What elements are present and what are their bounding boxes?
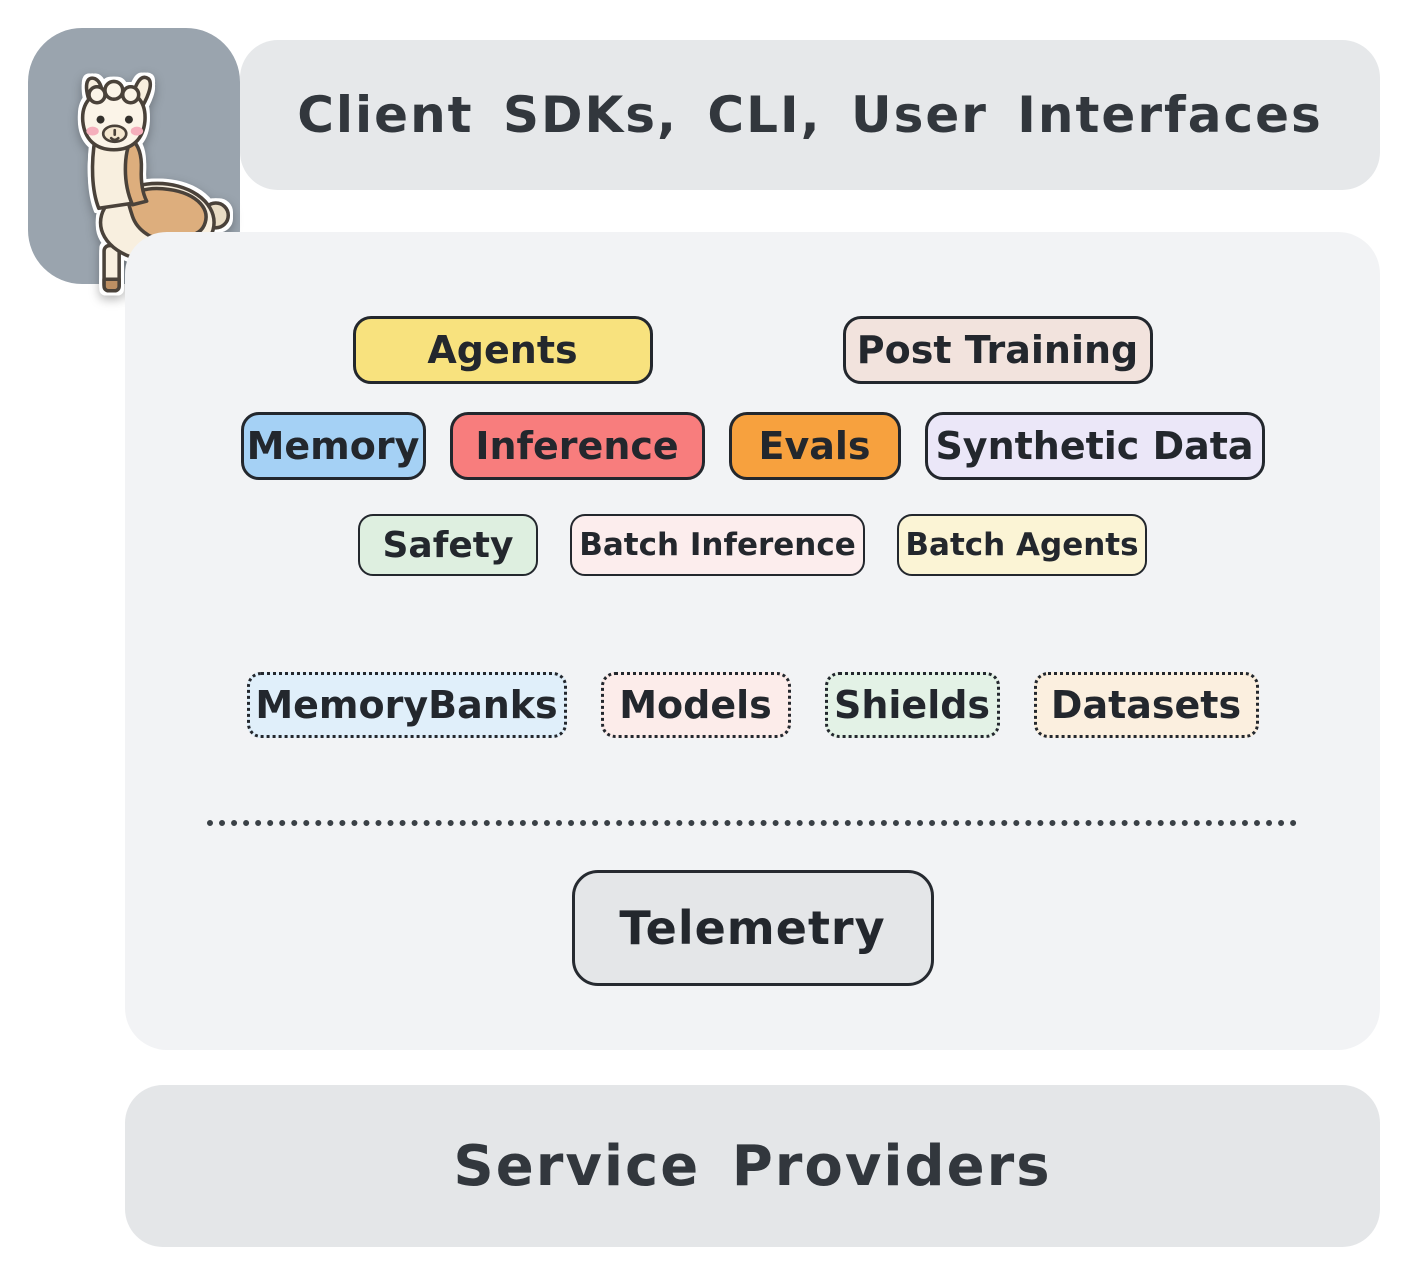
- api-box-safety-label: Safety: [382, 524, 514, 566]
- dotted-divider: [207, 820, 1297, 826]
- api-box-post-training-label: Post Training: [856, 328, 1139, 372]
- api-box-post-training: Post Training: [842, 316, 1153, 384]
- api-box-synthetic-data: Synthetic Data: [924, 412, 1265, 480]
- api-box-batch-agents: Batch Agents: [897, 514, 1147, 576]
- resource-box-shields-label: Shields: [833, 683, 991, 727]
- api-box-batch-inference: Batch Inference: [570, 514, 865, 576]
- api-box-batch-agents-label: Batch Agents: [905, 527, 1139, 563]
- api-box-agents-label: Agents: [427, 328, 578, 372]
- client-layer-title: Client SDKs, CLI, User Interfaces: [297, 86, 1323, 144]
- api-box-safety: Safety: [358, 514, 538, 576]
- resource-box-datasets-label: Datasets: [1050, 683, 1242, 727]
- api-box-memory-label: Memory: [246, 424, 420, 468]
- resource-box-models: Models: [600, 672, 791, 738]
- api-box-evals: Evals: [728, 412, 901, 480]
- resource-box-datasets: Datasets: [1033, 672, 1259, 738]
- telemetry-box: Telemetry: [571, 870, 934, 986]
- llama-stack-panel: Agents Post Training Memory Inference Ev…: [125, 232, 1380, 1050]
- resource-box-models-label: Models: [619, 683, 772, 727]
- resource-row: MemoryBanks Models Shields Datasets: [125, 672, 1380, 738]
- api-box-batch-inference-label: Batch Inference: [579, 527, 856, 563]
- resource-box-memorybanks-label: MemoryBanks: [255, 683, 558, 727]
- resource-box-shields: Shields: [824, 672, 1000, 738]
- service-providers-banner: Service Providers: [125, 1085, 1380, 1247]
- client-layer-banner: Client SDKs, CLI, User Interfaces: [240, 40, 1380, 190]
- api-box-memory: Memory: [240, 412, 426, 480]
- api-row-2: Memory Inference Evals Synthetic Data: [125, 412, 1380, 480]
- api-box-synthetic-data-label: Synthetic Data: [935, 424, 1254, 468]
- api-box-evals-label: Evals: [758, 424, 871, 468]
- resource-box-memorybanks: MemoryBanks: [246, 672, 567, 738]
- service-providers-title: Service Providers: [453, 1133, 1052, 1199]
- api-box-agents: Agents: [352, 316, 653, 384]
- api-row-1: Agents Post Training: [125, 316, 1380, 384]
- api-box-inference-label: Inference: [475, 424, 679, 468]
- api-box-inference: Inference: [449, 412, 705, 480]
- llama-face: [86, 115, 144, 144]
- telemetry-label: Telemetry: [619, 901, 886, 955]
- api-row-3: Safety Batch Inference Batch Agents: [125, 514, 1380, 576]
